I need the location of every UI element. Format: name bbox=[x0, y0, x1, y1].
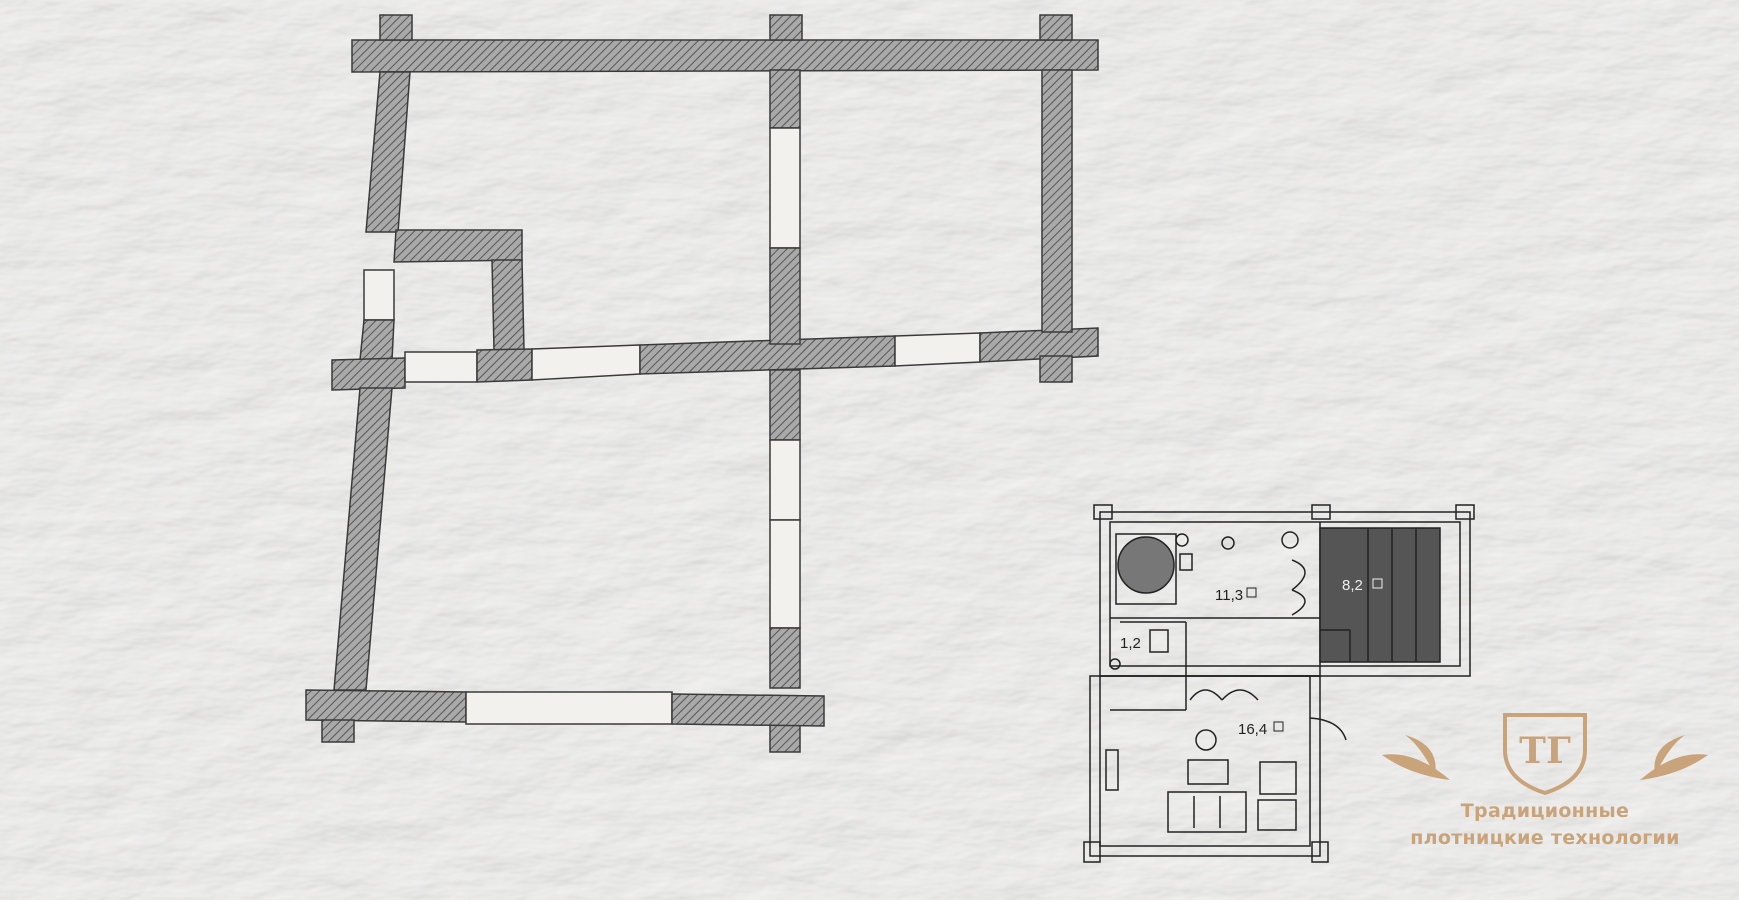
logo-line-2: плотницкие технологии bbox=[1410, 827, 1680, 849]
window-middle-left bbox=[404, 351, 478, 383]
log-end bbox=[1083, 841, 1101, 863]
stove-box bbox=[1115, 533, 1177, 605]
log-end bbox=[1311, 504, 1331, 520]
wall-middle-seg bbox=[476, 348, 533, 383]
armchair bbox=[1257, 799, 1297, 831]
room-area-lounge: 16,4 bbox=[1238, 721, 1267, 738]
logo-shield bbox=[1503, 713, 1587, 795]
sink-fixture bbox=[1221, 536, 1235, 550]
area-unit-mark bbox=[1273, 721, 1284, 732]
sofa bbox=[1167, 791, 1247, 833]
log-end bbox=[1455, 504, 1475, 520]
wall-interior-upper-2 bbox=[769, 247, 801, 345]
wall-middle-end bbox=[979, 327, 1099, 363]
wall-middle bbox=[331, 357, 406, 391]
log-end bbox=[1093, 504, 1113, 520]
toilet-bowl bbox=[1109, 658, 1121, 670]
wall-interior-upper-1 bbox=[769, 69, 801, 129]
door-swing bbox=[1189, 689, 1259, 701]
wall-alcove-top bbox=[393, 229, 523, 263]
logo-leaf-right bbox=[1640, 735, 1708, 780]
door-interior-upper bbox=[769, 127, 801, 249]
wall-alcove-right bbox=[491, 259, 525, 351]
room-area-stairs: 8,2 bbox=[1342, 577, 1363, 594]
window-middle-right bbox=[894, 332, 981, 367]
wall-interior-lower-2 bbox=[769, 627, 801, 689]
logo-emblem: ТГ bbox=[1382, 713, 1708, 795]
lower-outer-wall-inner bbox=[1099, 675, 1311, 847]
table bbox=[1187, 759, 1229, 785]
wall-left-middle bbox=[359, 319, 395, 361]
toilet bbox=[1149, 629, 1169, 653]
sink-fixture bbox=[1281, 531, 1299, 549]
room-area-wc: 1,2 bbox=[1120, 635, 1141, 652]
logo-line-1: Традиционные bbox=[1460, 800, 1630, 822]
window-middle-center bbox=[531, 344, 641, 381]
logo-monogram: ТГ bbox=[1519, 730, 1571, 772]
stairs bbox=[1319, 527, 1441, 663]
window-interior-lower bbox=[769, 519, 801, 629]
log-end bbox=[1039, 14, 1073, 41]
log-end bbox=[1039, 355, 1073, 383]
door-swing bbox=[1291, 559, 1306, 616]
door-interior-lower bbox=[769, 439, 801, 521]
sink-fixture bbox=[1175, 533, 1189, 547]
log-end bbox=[321, 719, 355, 743]
large-floor-plan bbox=[305, 14, 1099, 753]
outer-wall-inner bbox=[1109, 521, 1461, 667]
window-left bbox=[363, 269, 395, 321]
small-floor-plan bbox=[1083, 504, 1475, 863]
window-bottom bbox=[465, 691, 673, 725]
stove-tank bbox=[1179, 553, 1193, 571]
area-unit-mark bbox=[1372, 578, 1383, 589]
table-lamp bbox=[1195, 729, 1217, 751]
log-end bbox=[379, 14, 413, 41]
log-end bbox=[769, 14, 803, 41]
armchair bbox=[1259, 761, 1297, 795]
wall-bottom-left bbox=[305, 689, 467, 723]
wall-interior-lower-1 bbox=[769, 369, 801, 441]
door-swing bbox=[1309, 717, 1347, 741]
area-unit-mark bbox=[1246, 587, 1257, 598]
logo-leaf-left bbox=[1382, 735, 1450, 780]
room-area-steam: 11,3 bbox=[1215, 587, 1243, 604]
log-end bbox=[1311, 841, 1329, 863]
bench bbox=[1105, 749, 1119, 791]
wall-top bbox=[351, 39, 1099, 73]
company-logo: ТГ Традиционные плотницкие технологии bbox=[1380, 705, 1710, 865]
wall-bottom-right bbox=[671, 693, 825, 727]
stove bbox=[1117, 536, 1175, 594]
wall-right bbox=[1041, 69, 1073, 333]
